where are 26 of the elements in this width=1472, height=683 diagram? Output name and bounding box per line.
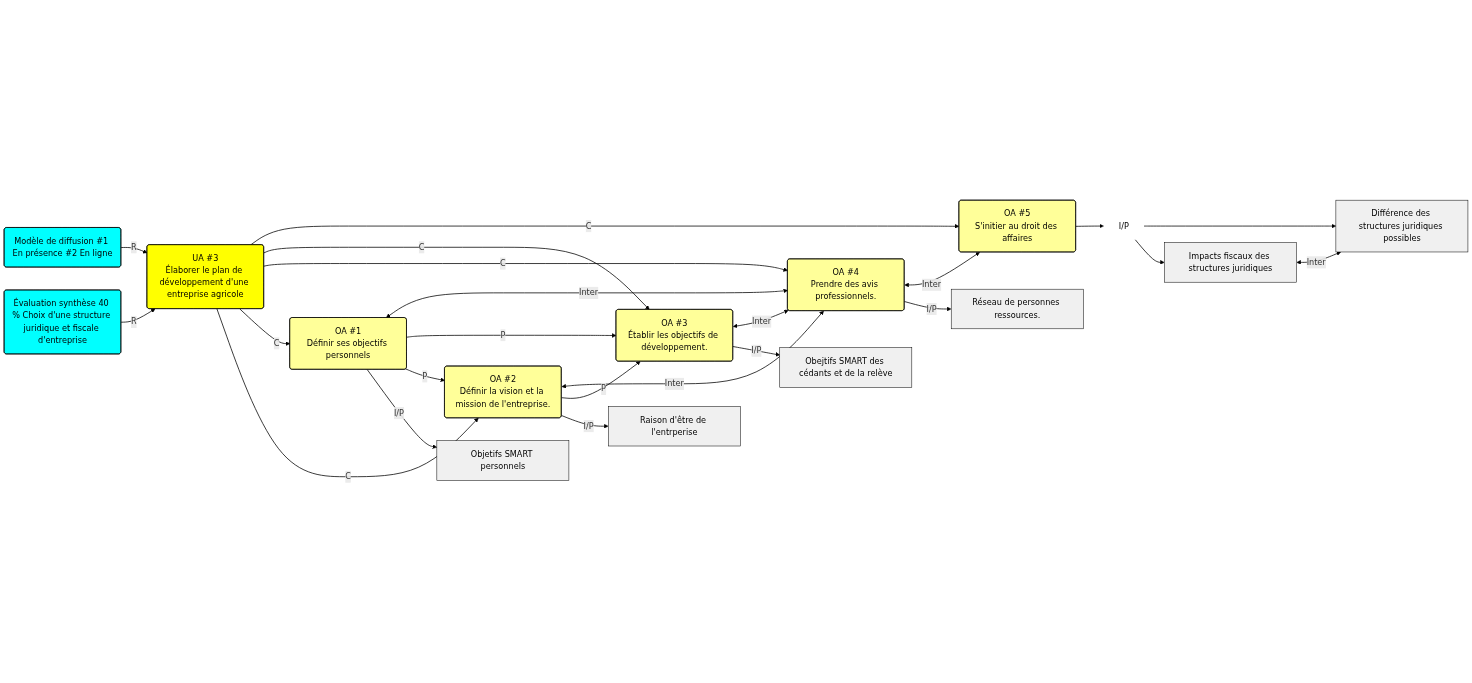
edge-label: P [422, 371, 428, 381]
edge-label: Inter [664, 378, 684, 389]
edge-label: C [500, 258, 506, 269]
node-box: Obejtifs SMART des cédants et de la relève [779, 347, 913, 388]
edge-label: P [601, 383, 607, 394]
edge-label: I/P [751, 345, 762, 356]
edge-label: R [131, 242, 137, 252]
edge-label: Inter [752, 316, 772, 327]
edge-label: C [345, 471, 351, 482]
edge-label: Inter [921, 279, 942, 290]
edge-label: Inter [1306, 257, 1326, 267]
edge-label: C [585, 221, 592, 231]
edge-label: R [131, 316, 137, 327]
node-box: Différence des structures juridiques possibles [1335, 199, 1469, 253]
node-box: Raison d'être de l'entrperise [608, 406, 741, 447]
edge-label: C [273, 338, 280, 348]
node-box: Objetifs SMART personnels [436, 440, 570, 481]
edge-label: Inter [579, 287, 599, 298]
edge-label: I/P [926, 303, 937, 314]
edge-label: P [500, 330, 506, 340]
edge-label: C [418, 242, 425, 252]
edge-label: I/P [393, 408, 405, 418]
node-box: Réseau de personnes ressources. [950, 288, 1084, 330]
node-text: I/P [1118, 221, 1129, 231]
edge-label: I/P [583, 421, 594, 431]
node-box: Impacts fiscaux des structures juridiques [1164, 242, 1297, 283]
